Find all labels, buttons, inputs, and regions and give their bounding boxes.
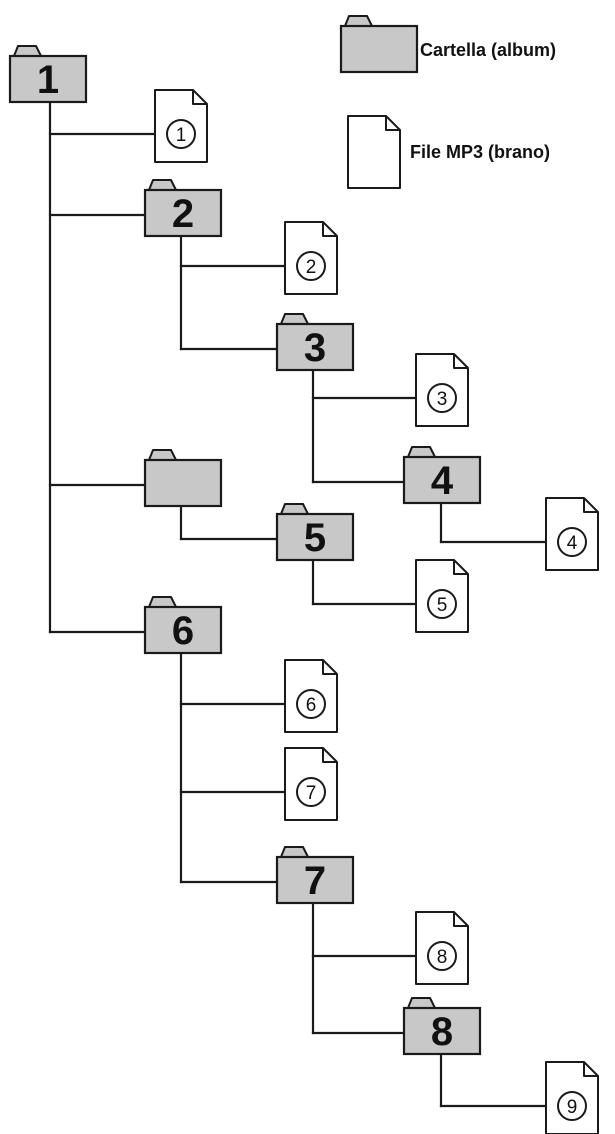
folder-icon xyxy=(8,45,88,104)
legend: Cartella (album) File MP3 (brano) xyxy=(339,15,556,189)
track-number: 5 xyxy=(437,595,448,616)
file-node: 7⑦ xyxy=(284,747,338,821)
folder-icon xyxy=(339,15,419,74)
file-icon xyxy=(347,115,401,189)
folder-number: 5 xyxy=(304,516,326,560)
folder-icon xyxy=(143,596,223,655)
file-node: 2② xyxy=(284,221,338,295)
track-number: 7 xyxy=(306,783,317,804)
legend-file-label: File MP3 (brano) xyxy=(410,142,550,162)
folder-number: 8 xyxy=(431,1010,453,1054)
folder-icon xyxy=(402,997,482,1056)
file-node: 8⑧ xyxy=(415,911,469,985)
connector-lines xyxy=(48,100,548,1108)
folder-node: 1 xyxy=(8,45,88,104)
folder-node xyxy=(143,449,223,508)
folder-icon xyxy=(143,179,223,238)
folder-node: 7 xyxy=(275,846,355,905)
track-number: 9 xyxy=(567,1097,578,1118)
track-number-circle xyxy=(427,383,457,413)
folder-icon xyxy=(275,503,355,562)
file-node: 3③ xyxy=(415,353,469,427)
folder-node: 5 xyxy=(275,503,355,562)
tree-nodes: 1 2 3 4 5 6 7 8 1① 2② 3③ 4④ 5⑤ 6⑥ 7⑦ 8⑧ 9⑨ xyxy=(8,45,599,1134)
track-number-circle xyxy=(557,527,587,557)
track-number: 3 xyxy=(437,389,448,410)
folder-icon xyxy=(402,446,482,505)
folder-number: 7 xyxy=(304,859,326,903)
track-number: 1 xyxy=(176,125,187,146)
folder-node: 6 xyxy=(143,596,223,655)
folder-icon xyxy=(275,313,355,372)
folder-number: 6 xyxy=(172,609,194,653)
legend-file xyxy=(347,115,401,189)
folder-node: 2 xyxy=(143,179,223,238)
file-node: 4④ xyxy=(545,497,599,571)
file-node: 6⑥ xyxy=(284,659,338,733)
folder-node: 4 xyxy=(402,446,482,505)
folder-node: 8 xyxy=(402,997,482,1056)
file-node: 9⑨ xyxy=(545,1061,599,1134)
folder-icon xyxy=(143,449,223,508)
folder-node: 3 xyxy=(275,313,355,372)
file-node: 1① xyxy=(154,89,208,163)
track-number: 8 xyxy=(437,947,448,968)
folder-number: 1 xyxy=(37,58,59,102)
folder-number: 4 xyxy=(431,459,454,503)
track-number-circle xyxy=(296,251,326,281)
legend-folder-label: Cartella (album) xyxy=(420,40,556,60)
folder-number: 3 xyxy=(304,326,326,370)
track-number: 4 xyxy=(567,533,578,554)
folder-icon xyxy=(275,846,355,905)
track-number-circle xyxy=(296,777,326,807)
track-number: 6 xyxy=(306,695,317,716)
track-number: 2 xyxy=(306,257,317,278)
folder-number: 2 xyxy=(172,192,194,236)
legend-folder xyxy=(339,15,419,74)
track-number-circle xyxy=(557,1091,587,1121)
track-number-circle xyxy=(427,589,457,619)
file-node: 5⑤ xyxy=(415,559,469,633)
track-number-circle xyxy=(427,941,457,971)
track-number-circle xyxy=(166,119,196,149)
track-number-circle xyxy=(296,689,326,719)
